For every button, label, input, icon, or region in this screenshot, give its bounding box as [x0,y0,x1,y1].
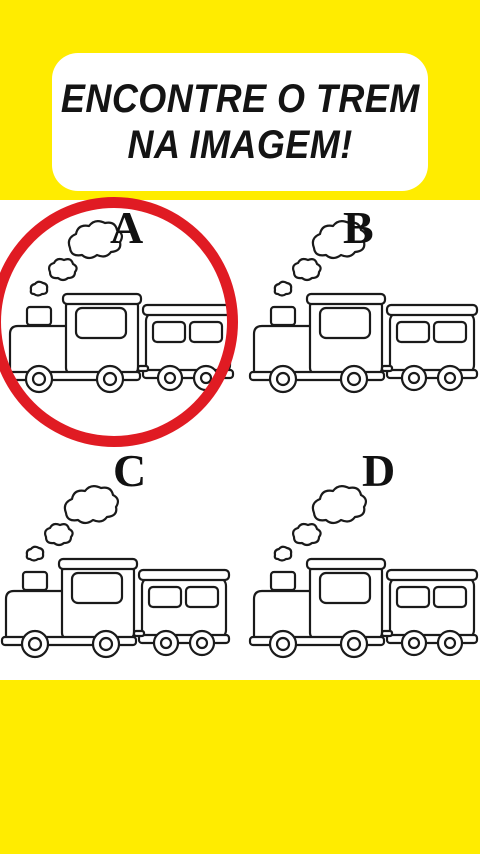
title-card: ENCONTRE O TREM NA IMAGEM! [52,53,428,191]
option-letter-d: D [362,445,396,496]
title-line-2: NA IMAGEM! [127,123,353,167]
title-line-1: ENCONTRE O TREM [60,77,420,121]
bottom-yellow-band [0,680,480,854]
option-letter-c: C [113,445,147,496]
answer-highlight-ring [0,197,238,447]
option-letter-b: B [343,202,374,253]
